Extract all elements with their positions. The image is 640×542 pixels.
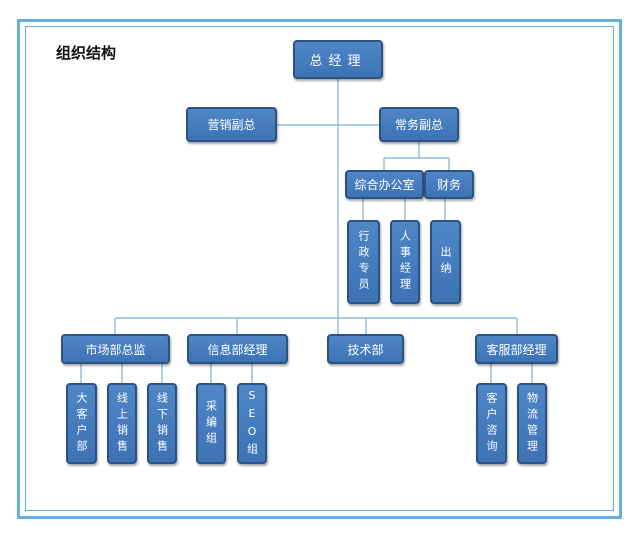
node-key-accounts[interactable]: 大客户部	[66, 383, 97, 464]
node-tech-dept[interactable]: 技术部	[327, 334, 404, 364]
node-seo-group[interactable]: SEO组	[237, 383, 267, 464]
node-cashier[interactable]: 出纳	[430, 220, 461, 304]
node-general-manager[interactable]: 总经理	[293, 40, 383, 79]
chart-title: 组织结构	[56, 44, 117, 62]
outer-frame	[17, 19, 622, 519]
node-offline-sales[interactable]: 线下销售	[147, 383, 177, 464]
node-finance[interactable]: 财务	[424, 170, 474, 199]
node-general-office[interactable]: 综合办公室	[345, 170, 424, 199]
node-hr-manager[interactable]: 人事经理	[390, 220, 420, 304]
node-online-sales[interactable]: 线上销售	[107, 383, 137, 464]
node-customer-consult[interactable]: 客户咨询	[476, 383, 507, 464]
node-cs-manager[interactable]: 客服部经理	[475, 334, 558, 364]
node-logistics[interactable]: 物流管理	[517, 383, 547, 464]
inner-frame	[25, 26, 614, 511]
node-admin-clerk[interactable]: 行政专员	[347, 220, 380, 304]
node-info-manager[interactable]: 信息部经理	[187, 334, 288, 364]
node-purchasing[interactable]: 采编组	[196, 383, 226, 464]
node-sales-vp[interactable]: 营销副总	[186, 107, 277, 142]
node-market-director[interactable]: 市场部总监	[61, 334, 170, 364]
node-executive-vp[interactable]: 常务副总	[379, 107, 459, 142]
